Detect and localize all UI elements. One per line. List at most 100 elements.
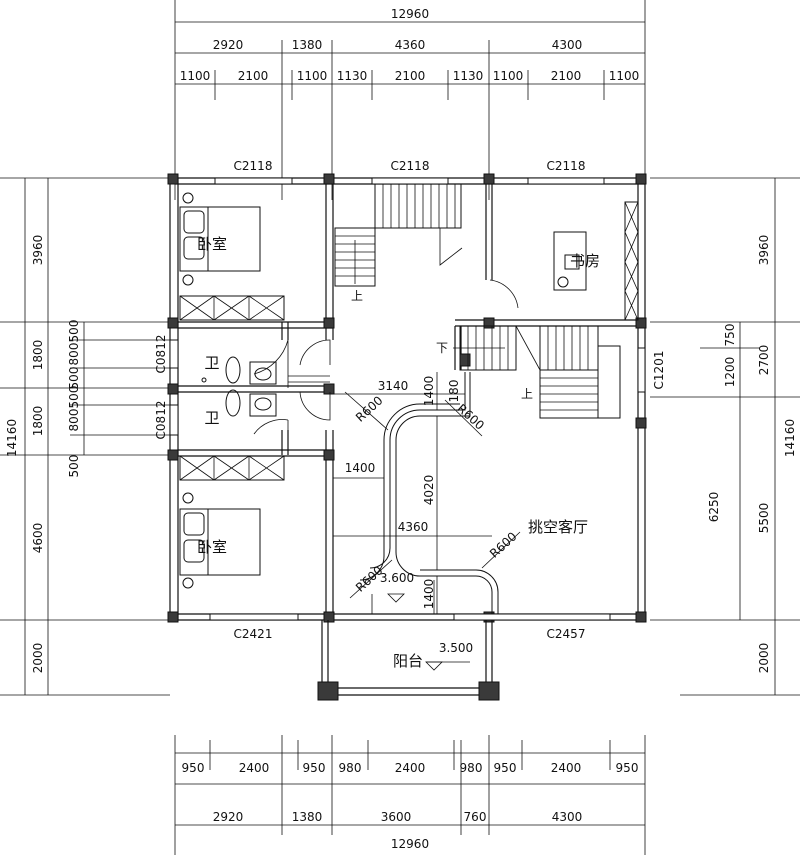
interior-dimension-texts: 3140 1400 180 1400 4020 4360 1400 R600 R… — [345, 376, 520, 610]
dim-bottom-inner: 950 — [182, 761, 205, 775]
left-dimension-lines — [0, 177, 170, 696]
level-label: 3.600 — [380, 571, 414, 585]
dim-bottom-mid: 760 — [464, 810, 487, 824]
room-label-balcony: 阳台 — [393, 652, 423, 670]
bed-top — [179, 192, 261, 286]
window-label: C2118 — [234, 159, 273, 173]
radius-label: R600 — [487, 529, 520, 560]
window-label: C0812 — [154, 335, 168, 374]
dim-bottom-mid: 3600 — [381, 810, 412, 824]
bathroom-fixtures — [201, 356, 277, 417]
stair-down-label: 下 — [436, 341, 448, 355]
dim-right-outer: 5500 — [757, 503, 771, 534]
room-label-bath: 卫 — [204, 354, 219, 372]
dim-left-inner: 500 — [67, 455, 81, 478]
room-label-study: 书房 — [570, 252, 600, 270]
dim-left-outer: 2000 — [31, 643, 45, 674]
bottom-dimension-lines — [174, 735, 646, 855]
dim-bottom-mid: 1380 — [292, 810, 323, 824]
dim-left-inner: 500 — [67, 386, 81, 409]
stair-up-label: 上 — [521, 387, 533, 401]
dim-right-total: 14160 — [783, 419, 797, 457]
dim-left-inner: 800 — [67, 343, 81, 366]
dim-interior: 4020 — [422, 475, 436, 506]
stair-labels: 上 下 上 — [351, 289, 533, 401]
stairs-right — [453, 325, 621, 419]
dim-top-mid: 2920 — [213, 38, 244, 52]
dim-top-mid: 1380 — [292, 38, 323, 52]
dim-left-inner: 500 — [67, 367, 81, 390]
dim-top-inner: 1100 — [493, 69, 524, 83]
dim-top-total: 12960 — [391, 7, 429, 21]
stairs-left — [334, 183, 463, 287]
right-dimension-lines — [650, 177, 800, 696]
dim-right-inner: 750 — [723, 324, 737, 347]
room-label-bedroom: 卧室 — [197, 235, 227, 253]
dim-top-inner: 1130 — [453, 69, 484, 83]
radius-label: R600 — [454, 401, 487, 432]
dim-left-inner: 500 — [67, 320, 81, 343]
dim-left-outer: 1800 — [31, 340, 45, 371]
balcony — [317, 593, 500, 701]
dimension-texts-right: 14160 3960 2700 5500 2000 750 1200 6250 — [707, 235, 797, 674]
dim-bottom-inner: 2400 — [239, 761, 270, 775]
dim-right-outer: 3960 — [757, 235, 771, 266]
dim-top-inner: 1100 — [180, 69, 211, 83]
dim-top-inner: 2100 — [395, 69, 426, 83]
dim-top-mid: 4360 — [395, 38, 426, 52]
dim-right-inner: 1200 — [723, 357, 737, 388]
dimension-texts-left: 14160 3960 1800 1800 4600 2000 500 800 5… — [5, 235, 81, 674]
window-label: C2118 — [391, 159, 430, 173]
dim-top-inner: 2100 — [238, 69, 269, 83]
dim-bottom-inner: 2400 — [395, 761, 426, 775]
dim-left-outer: 3960 — [31, 235, 45, 266]
dim-bottom-inner: 980 — [460, 761, 483, 775]
window-label: C2421 — [234, 627, 273, 641]
room-labels: 卧室 卧室 卫 卫 书房 挑空客厅 阳台 — [197, 235, 600, 670]
room-label-bedroom: 卧室 — [197, 538, 227, 556]
level-labels: 3.600 3.500 — [380, 571, 473, 655]
doors — [253, 279, 519, 455]
dim-bottom-inner: 950 — [303, 761, 326, 775]
dim-bottom-inner: 980 — [339, 761, 362, 775]
dim-interior: 4360 — [398, 520, 429, 534]
dim-interior: 1400 — [422, 376, 436, 407]
void-outline — [359, 372, 499, 614]
stair-up-label: 上 — [351, 289, 363, 303]
dim-right-outer: 2000 — [757, 643, 771, 674]
dim-bottom-total: 12960 — [391, 837, 429, 851]
dim-top-inner: 1100 — [297, 69, 328, 83]
dim-left-outer: 4600 — [31, 523, 45, 554]
dim-interior: 3140 — [378, 379, 409, 393]
wardrobes — [179, 201, 639, 481]
dim-bottom-mid: 2920 — [213, 810, 244, 824]
dim-interior: 180 — [447, 380, 461, 403]
dim-left-total: 14160 — [5, 419, 19, 457]
dim-bottom-inner: 950 — [494, 761, 517, 775]
room-label-open-living: 挑空客厅 — [528, 518, 588, 536]
dim-interior: 1400 — [345, 461, 376, 475]
window-label: C2457 — [547, 627, 586, 641]
top-dimension-lines — [174, 0, 646, 200]
window-label: C2118 — [547, 159, 586, 173]
dim-top-mid: 4300 — [552, 38, 583, 52]
room-label-bath: 卫 — [204, 409, 219, 427]
window-label: C0812 — [154, 401, 168, 440]
dim-left-outer: 1800 — [31, 406, 45, 437]
radius-label: R600 — [353, 393, 386, 424]
dim-top-inner: 1100 — [609, 69, 640, 83]
dim-top-inner: 1130 — [337, 69, 368, 83]
walls — [169, 177, 646, 621]
dim-bottom-mid: 4300 — [552, 810, 583, 824]
level-label: 3.500 — [439, 641, 473, 655]
dimension-texts-bottom: 950 2400 950 980 2400 980 950 2400 950 2… — [182, 761, 639, 851]
window-label: C1201 — [652, 351, 666, 390]
dimension-texts-top: 12960 2920 1380 4360 4300 1100 2100 1100… — [180, 7, 640, 83]
dim-interior: 1400 — [422, 579, 436, 610]
dim-bottom-inner: 2400 — [551, 761, 582, 775]
study-furniture — [553, 231, 587, 291]
interior-dimension-lines — [333, 372, 521, 614]
dim-left-inner: 800 — [67, 409, 81, 432]
bed-bottom — [179, 492, 261, 589]
